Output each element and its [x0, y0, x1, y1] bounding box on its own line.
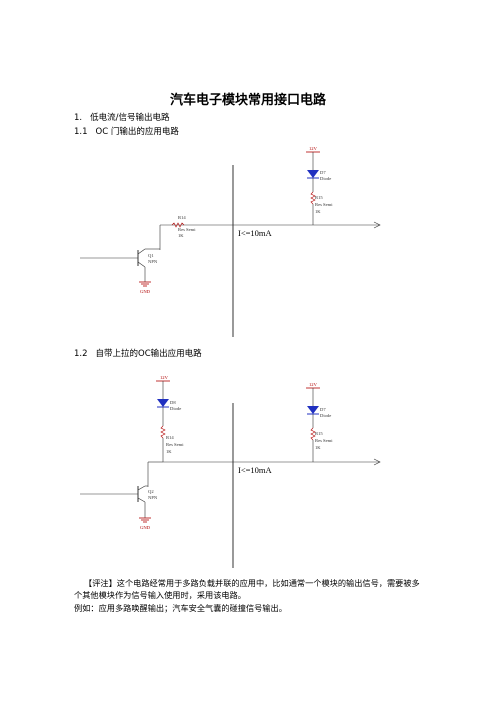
section-1-text: 低电流/信号输出电路 [90, 113, 170, 123]
resistor-right-ohm: 1K [315, 445, 321, 450]
note-paragraph: 【评注】这个电路经常用于多路负载并联的应用中，比如通常一个模块的输出信号，需要被… [74, 578, 420, 600]
diode-right-symbol [307, 406, 319, 414]
diode-symbol [307, 170, 319, 178]
transistor-collector [137, 485, 146, 491]
base-resistor-symbol [171, 222, 185, 228]
transistor-ref: Q1 [148, 253, 154, 258]
resistor-value: Res Semi [315, 202, 333, 207]
diode-left-value: Diode [170, 406, 181, 411]
current-limit-label: I<=10mA [238, 465, 273, 475]
transistor-type: NPN [148, 495, 158, 500]
section-1-1-text: OC 门输出的应用电路 [95, 127, 179, 137]
transistor-collector [137, 248, 146, 255]
section-1-heading: 1. 低电流/信号输出电路 [74, 111, 170, 123]
section-1-2-number: 1.2 [74, 349, 88, 359]
diode-ref: D7 [320, 170, 326, 175]
diode-left-ref: D8 [170, 400, 176, 405]
arrow-icon [373, 221, 381, 229]
base-resistor-ohm: 1K [178, 233, 184, 238]
transistor-type: NPN [148, 259, 158, 264]
diode-right-value: Diode [320, 413, 331, 418]
oc-output-schematic: 12V D7 Diode R15 Res Semi 1K R14 Res Sem… [80, 146, 381, 337]
section-1-1-number: 1.1 [74, 127, 88, 137]
resistor-left-ref: R14 [166, 435, 174, 440]
resistor-symbol [310, 191, 316, 205]
transistor-ref: Q2 [148, 489, 154, 494]
vcc-right-label: 12V [309, 382, 318, 387]
diode-right-ref: D7 [320, 407, 326, 412]
diode-left-symbol [157, 399, 169, 407]
resistor-right-ref: R15 [315, 431, 323, 436]
oc-pullup-schematic: 12V D8 Diode R14 Res Semi 1K 12V D7 Diod… [80, 375, 381, 568]
arrow-icon [373, 458, 381, 466]
transistor-emitter [137, 497, 146, 503]
page-title: 汽车电子模块常用接口电路 [169, 93, 326, 108]
base-resistor-value: Res Semi [178, 227, 196, 232]
resistor-right-symbol [310, 427, 316, 441]
section-1-number: 1. [74, 113, 83, 123]
transistor-emitter [137, 261, 146, 268]
resistor-left-value: Res Semi [166, 442, 184, 447]
ground-label: GND [140, 289, 151, 294]
section-1-2-text: 自带上拉的OC输出应用电路 [95, 349, 202, 359]
base-resistor-ref: R14 [178, 215, 186, 220]
section-1-2-heading: 1.2 自带上拉的OC输出应用电路 [74, 347, 202, 359]
resistor-right-value: Res Semi [315, 438, 333, 443]
resistor-left-symbol [160, 425, 166, 439]
section-1-1-heading: 1.1 OC 门输出的应用电路 [74, 125, 179, 137]
diode-value: Diode [320, 176, 331, 181]
resistor-ref: R15 [315, 195, 323, 200]
vcc-label: 12V [309, 146, 318, 151]
vcc-left-label: 12V [160, 375, 169, 380]
ground-label: GND [140, 525, 151, 530]
resistor-left-ohm: 1K [166, 449, 172, 454]
resistor-ohm: 1K [315, 209, 321, 214]
current-limit-label: I<=10mA [238, 228, 273, 238]
example-paragraph: 例如：应用多路唤醒输出；汽车安全气囊的碰撞信号输出。 [74, 603, 287, 613]
